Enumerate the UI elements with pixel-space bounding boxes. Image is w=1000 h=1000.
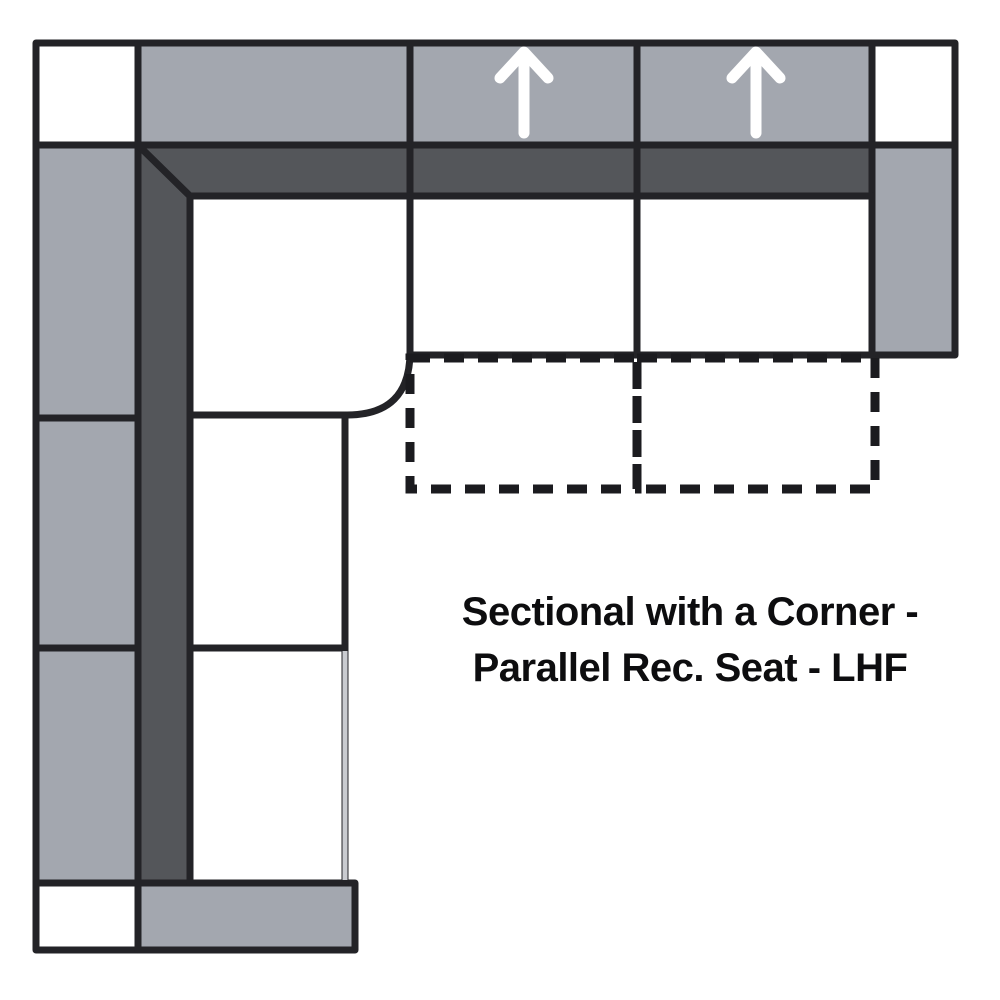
page-title-line-1: Sectional with a Corner - — [461, 590, 919, 634]
left-arm-panel-middle — [32, 414, 142, 652]
footrest-extension-1 — [405, 353, 642, 494]
left-arm-panel-upper — [32, 141, 142, 422]
page-title: Sectional with a Corner - Parallel Rec. … — [392, 584, 988, 696]
back-rail-top-left — [134, 39, 414, 149]
left-arm-panel-lower — [32, 644, 142, 887]
right-arm-panel — [868, 141, 959, 359]
page-title-line-2: Parallel Rec. Seat - LHF — [472, 646, 908, 690]
left-seat-upper — [186, 411, 349, 652]
left-arm-bottom-cap — [32, 879, 142, 954]
inner-back-band-horizontal — [134, 141, 876, 200]
recliner-seat-1 — [406, 192, 641, 359]
right-arm-top-cap — [868, 39, 959, 149]
left-arm-top-cap — [32, 39, 142, 149]
inner-back-band-vertical — [134, 141, 194, 887]
up-arrow-icon-recliner-1 — [494, 46, 554, 139]
recliner-seat-2 — [633, 192, 876, 359]
left-seat-lower — [186, 644, 349, 887]
corner-wedge-seat — [186, 192, 414, 419]
bottom-arm-panel — [134, 879, 359, 954]
footrest-extension-2 — [632, 353, 880, 494]
up-arrow-icon-recliner-2 — [726, 46, 786, 139]
